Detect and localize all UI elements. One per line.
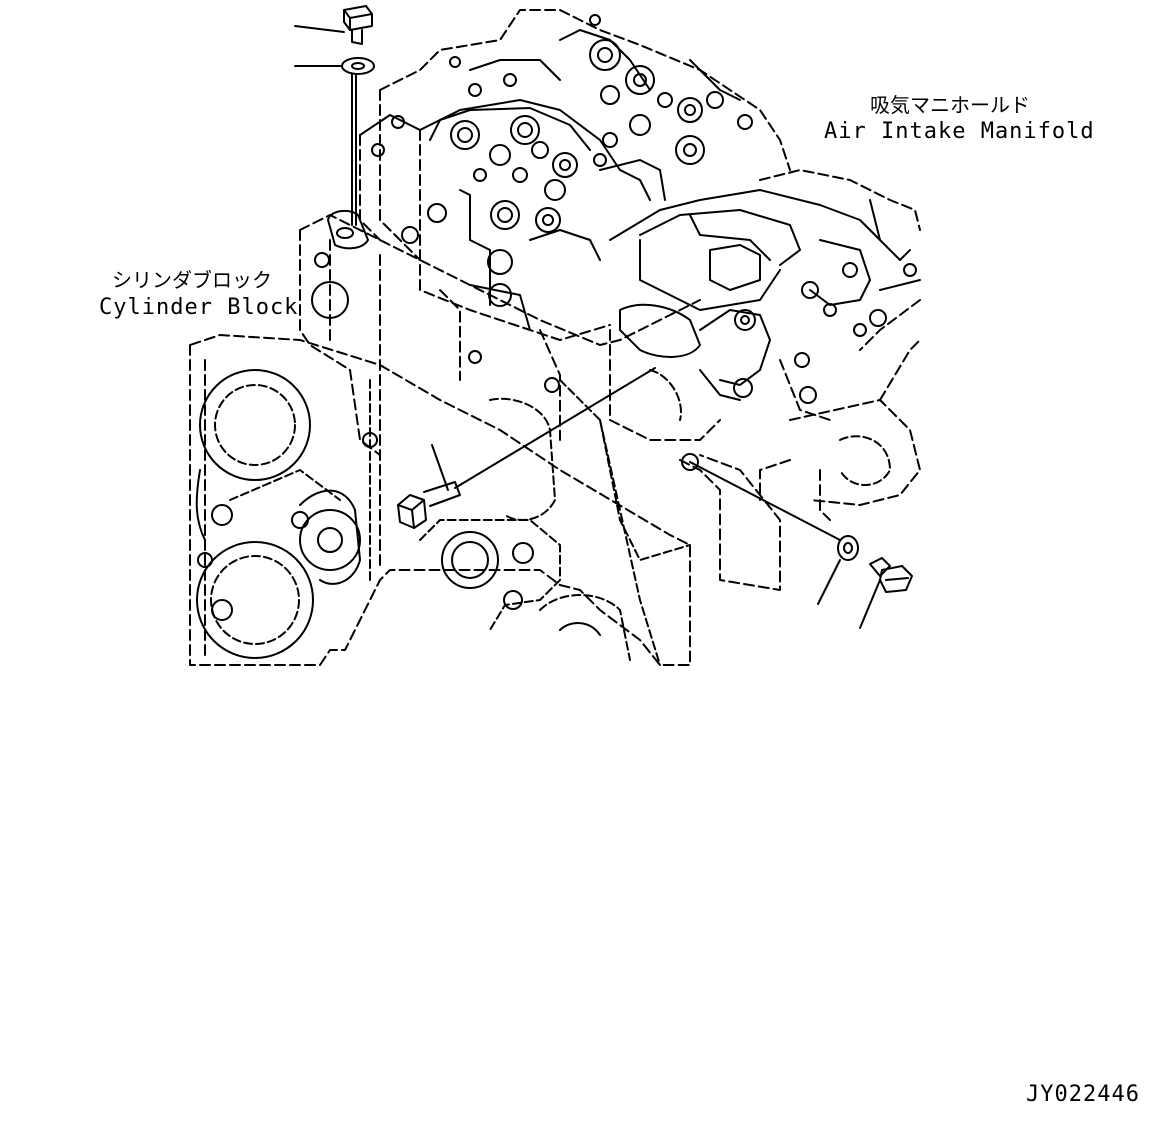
drawing-number: JY022446 [1026,1082,1140,1107]
intake-manifold-label-en: Air Intake Manifold [824,119,1095,144]
lower-washer [690,462,858,604]
lower-plug [860,558,912,628]
front-cover [190,335,690,665]
flange-bolt [398,368,655,528]
cylinder-block-label-en: Cylinder Block [99,295,299,320]
cylinder-block-label-jp: シリンダブロック [112,268,272,292]
intake-manifold [610,170,920,590]
cylinder-head [360,10,790,340]
upper-bolt [295,6,372,44]
upper-washer [295,58,374,225]
cylinder-block-face [300,215,700,570]
intake-manifold-label-jp: 吸気マニホールド [870,93,1030,117]
upper-mount-boss [328,211,368,248]
